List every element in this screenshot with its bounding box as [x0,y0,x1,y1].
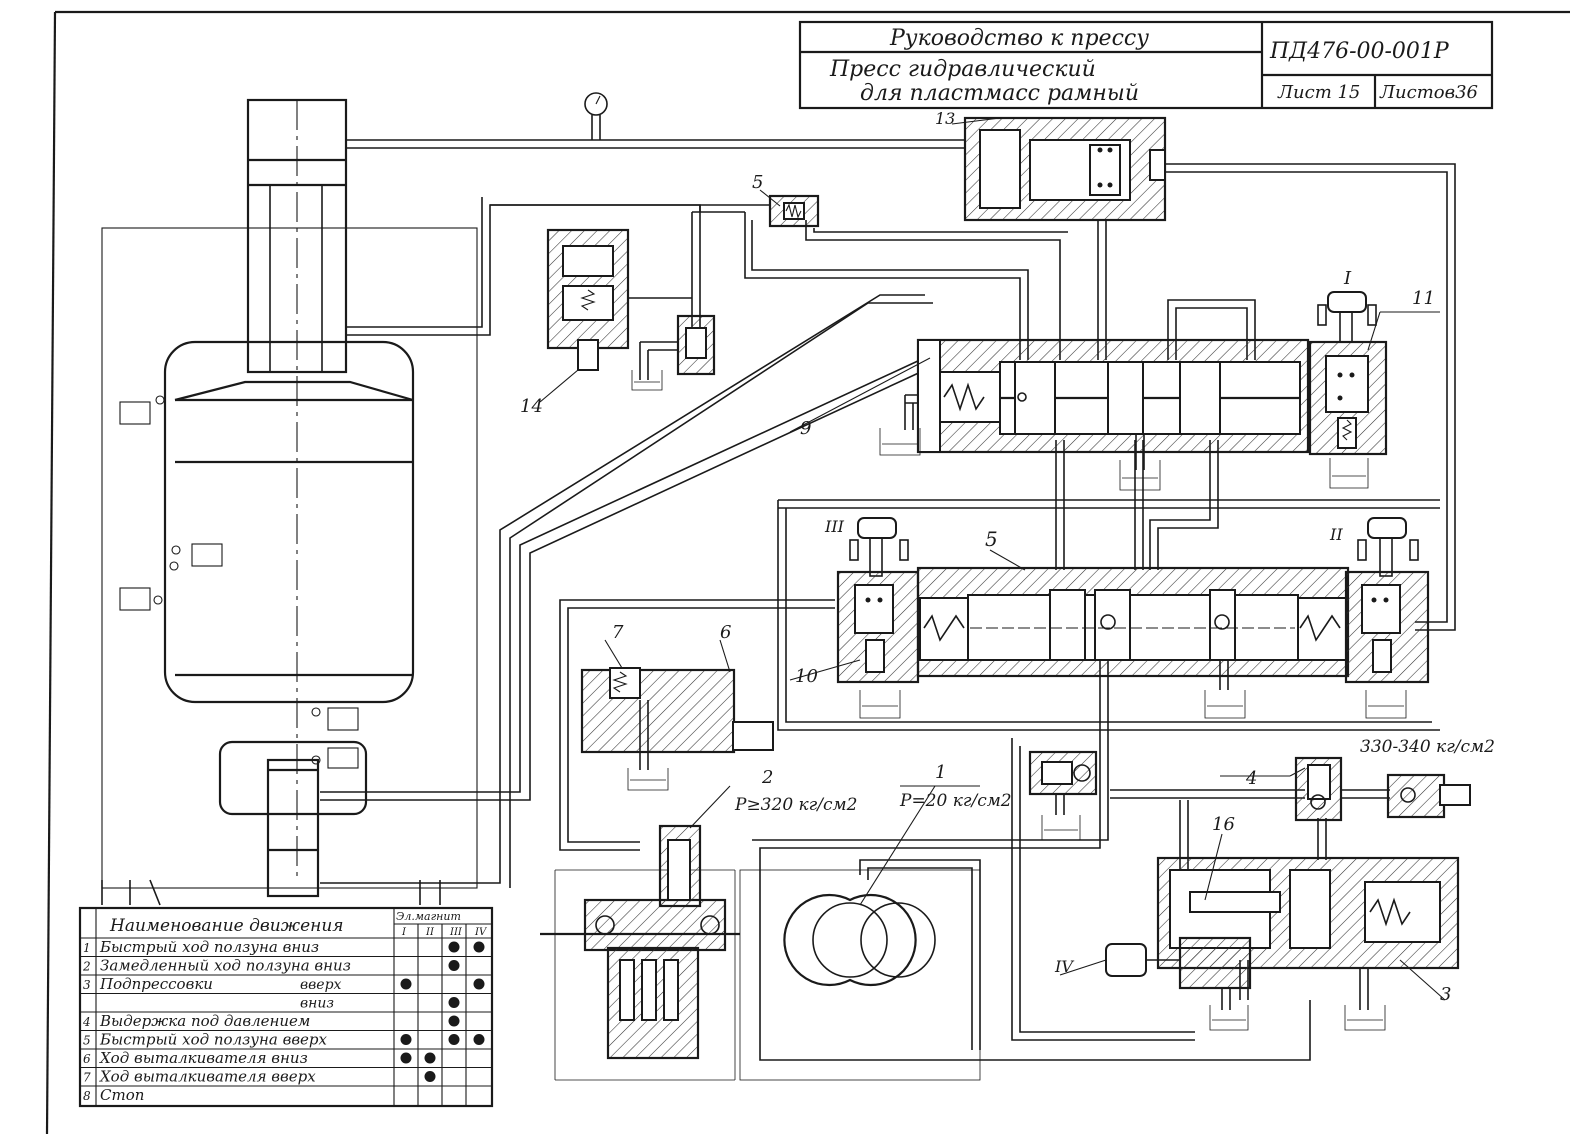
solenoid-valve-11 [1308,291,1388,489]
label-3: 3 [1440,984,1451,1005]
title-block: Руководство к прессу Пресс гидравлически… [798,20,1494,110]
table-row-name: Стоп [100,1086,144,1104]
table-row-number: 3 [83,978,91,992]
label-16: 16 [1212,814,1235,835]
table-header-name: Наименование движения [109,916,344,936]
label-2: 2 [761,767,773,788]
label-1: 1 [935,762,946,783]
table-row-name: Ход выталкивателя вниз [99,1049,308,1067]
table-row-name: Быстрый ход ползуна вниз [99,938,319,956]
valve-9 [879,338,1310,491]
magnet-on-mark [400,1034,412,1045]
sheets-total: Листов36 [1379,82,1478,103]
magnet-on-mark [448,960,460,971]
magnet-col-4: IV [474,927,488,938]
valve-14 [546,228,716,391]
magnet-on-mark [473,1034,485,1045]
valve-7-6 [580,667,774,791]
label-4: 4 [1245,768,1257,789]
label-pressure-2: Р≥320 кг/см2 [734,795,857,815]
label-5-main: 5 [985,527,998,551]
label-11: 11 [1412,288,1435,309]
table-row-number: 8 [83,1089,91,1103]
label-pressure-4: 330-340 кг/см2 [1360,737,1495,757]
label-solenoid-III: III [824,517,845,536]
label-10: 10 [795,666,818,687]
title-line-2: Пресс гидравлический [829,57,1096,82]
label-solenoid-II: II [1329,525,1343,544]
magnet-on-mark [473,978,485,990]
label-solenoid-I: I [1343,268,1352,289]
label-9: 9 [800,418,811,439]
table-row-name: Замедленный ход ползуна вниз [100,957,351,975]
magnet-on-mark [424,1071,436,1082]
table-row-number: 1 [83,941,91,955]
table-row-sub: вниз [300,996,334,1012]
table-row-number: 2 [82,960,91,974]
table-row-number: 7 [83,1071,91,1085]
doc-code: ПД476-00-001Р [1269,39,1450,64]
table-row-number: 5 [83,1034,91,1048]
magnet-col-1: I [401,927,407,938]
valve-16-3 [1105,856,1460,1031]
label-7: 7 [612,622,624,643]
sheet-number: Лист 15 [1277,82,1360,103]
table-row-name: Быстрый ход ползуна вверх [99,1031,328,1049]
press-frame [101,98,478,906]
title-line-1: Руководство к прессу [889,26,1149,51]
label-13: 13 [935,109,955,128]
callout-labels: 13 5 14 9 11 I III 5 II 10 7 6 2 Р≥320 к… [520,109,1495,1005]
callout-lines [539,117,1446,1001]
label-pressure-1: Р=20 кг/см2 [899,791,1012,811]
label-5-top: 5 [752,172,763,193]
magnet-col-2: II [425,927,435,938]
magnet-on-mark [424,1052,436,1064]
label-6: 6 [720,622,731,643]
magnet-on-mark [473,941,485,953]
pump-2 [540,824,740,1081]
title-line-3: для пластмасс рамный [860,81,1139,106]
magnet-on-mark [448,1034,460,1045]
magnet-on-mark [448,1015,460,1027]
table-row-name: Выдержка под давлением [99,1012,310,1030]
table-row-sub: вверх [300,977,342,993]
table-row-number: 4 [82,1015,91,1029]
magnet-col-3: III [449,927,463,938]
valve-5-main [836,517,1430,719]
table-row-name: Ход выталкивателя вверх [99,1068,316,1086]
magnet-on-mark [448,941,460,953]
magnet-on-mark [448,997,460,1008]
pump-1 [739,869,981,1081]
valve-5-top [768,194,820,228]
valve-13 [963,116,1167,222]
table-header-magnet: Эл.магнит [396,910,461,923]
magnet-on-mark [400,978,412,990]
table-row-name: Подпрессовки [99,975,213,993]
magnet-on-mark [400,1052,412,1064]
sheet-frame [45,10,1570,1134]
valve-4 [1028,750,1471,841]
label-14: 14 [520,396,543,417]
table-row-number: 6 [83,1052,91,1066]
label-solenoid-IV: IV [1054,957,1074,976]
